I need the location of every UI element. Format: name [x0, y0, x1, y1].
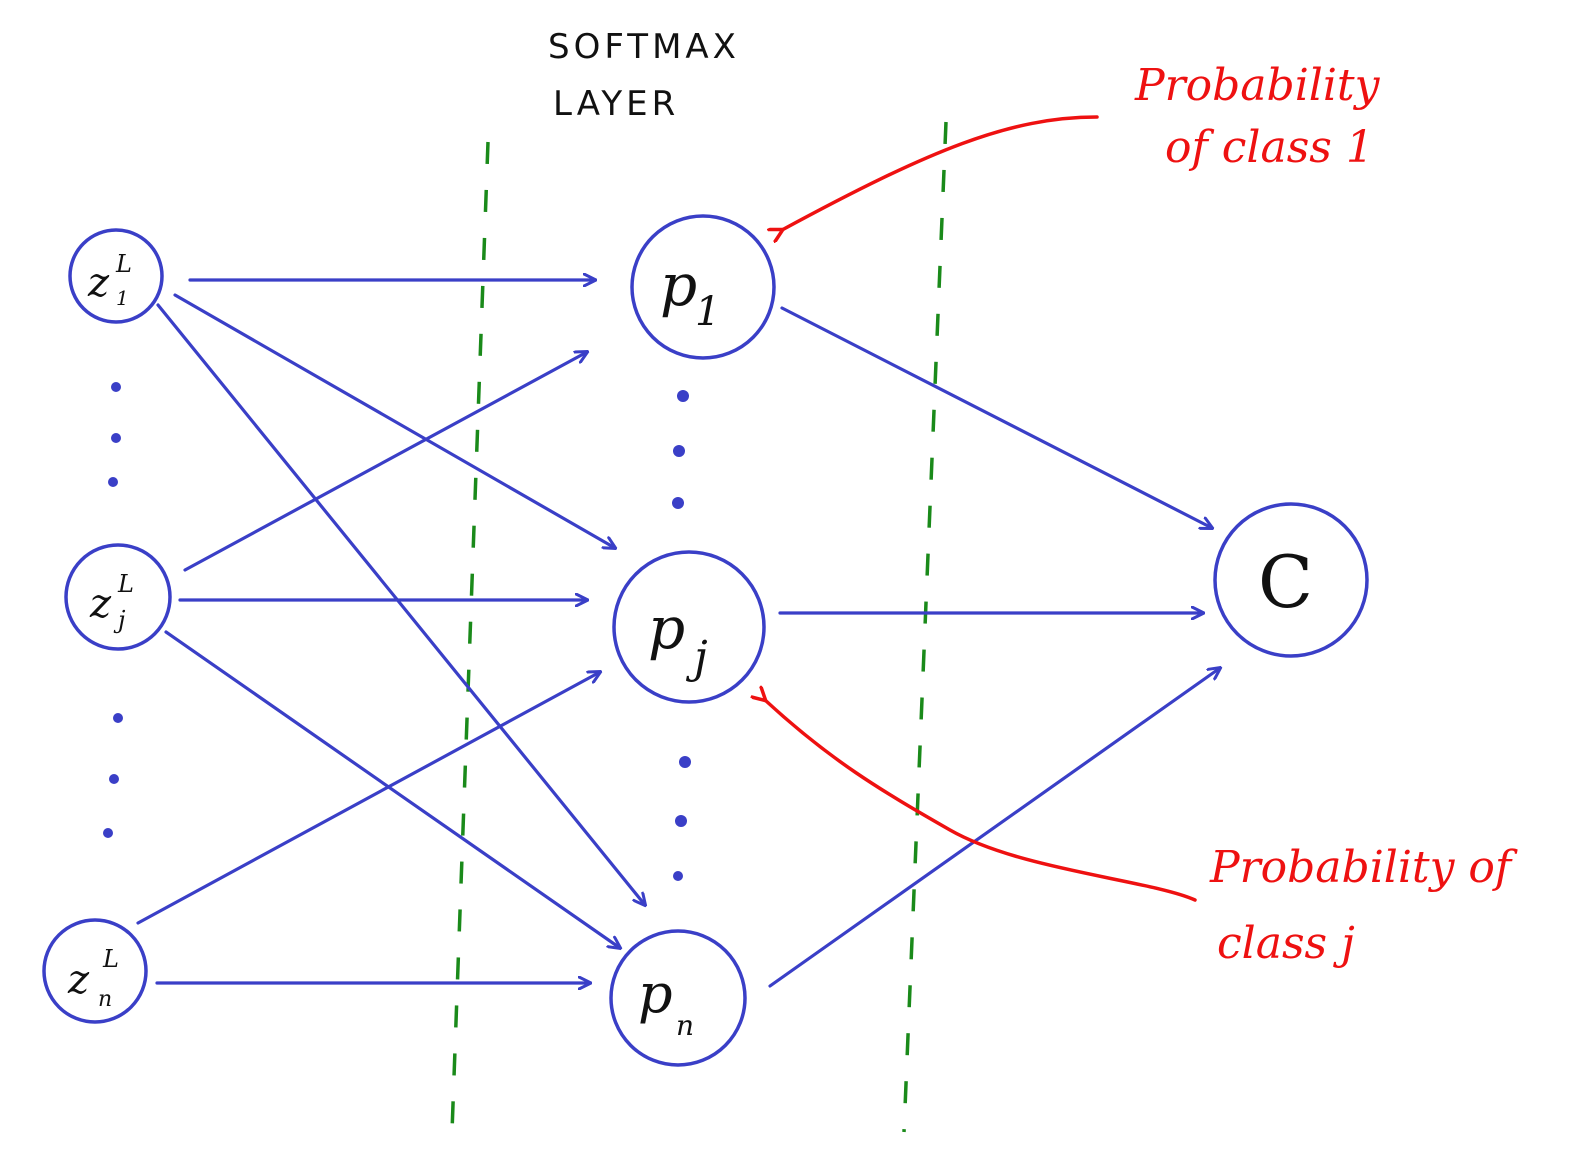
edge-z1-pj: [173, 293, 615, 548]
softmax-to-output-edges: [768, 306, 1220, 988]
divider-left: [450, 141, 490, 1133]
zj-sub: j: [113, 606, 126, 634]
edge-zj-p1: [183, 352, 587, 572]
diagram-title-line1: SOFTMAX: [548, 27, 740, 67]
zj-main: z: [89, 581, 112, 627]
z1-main: z: [87, 260, 110, 306]
input-node-zj: z L j: [64, 543, 172, 651]
c-label: C: [1258, 540, 1313, 624]
pj-sub: j: [685, 632, 708, 683]
edge-zn-pj: [136, 672, 600, 925]
pj-main: p: [648, 594, 685, 662]
edge-zj-pn: [164, 630, 620, 948]
annotation-classj-line2: class j: [1217, 918, 1355, 969]
input-node-z1: z L 1: [68, 228, 164, 324]
zn-main: z: [67, 957, 90, 1003]
softmax-node-pn: p n: [609, 929, 747, 1067]
softmax-node-p1: p 1: [630, 214, 776, 360]
pn-main: p: [638, 962, 673, 1025]
annotation-classj-line1: Probability of: [1209, 842, 1518, 893]
edge-p1-c: [780, 306, 1212, 528]
z1-sup: L: [115, 250, 132, 278]
pn-sub: n: [676, 1009, 694, 1042]
edge-pn-c: [768, 668, 1220, 988]
annotation-arrow-class1: [782, 115, 1099, 230]
divider-right: [902, 121, 948, 1133]
annotation-arrow-classj: [765, 700, 1197, 902]
input-node-zn: z L n: [42, 918, 148, 1024]
zn-sub: n: [98, 987, 112, 1012]
p1-main: p: [660, 251, 697, 319]
zj-sup: L: [117, 570, 134, 598]
diagram-title-line2: LAYER: [553, 84, 679, 124]
p1-sub: 1: [695, 289, 720, 335]
annotation-class1-line2: of class 1: [1165, 122, 1374, 173]
zn-sup: L: [102, 945, 119, 973]
input-to-softmax-edges: [136, 280, 645, 983]
softmax-ellipsis-dots: [672, 390, 691, 881]
softmax-node-pj: p j: [612, 550, 766, 704]
annotation-class1-line1: Probability: [1134, 60, 1381, 111]
z1-sub: 1: [116, 286, 129, 310]
edge-z1-pn: [156, 303, 645, 905]
input-ellipsis-dots: [103, 382, 123, 838]
output-node-c: C: [1213, 502, 1369, 658]
